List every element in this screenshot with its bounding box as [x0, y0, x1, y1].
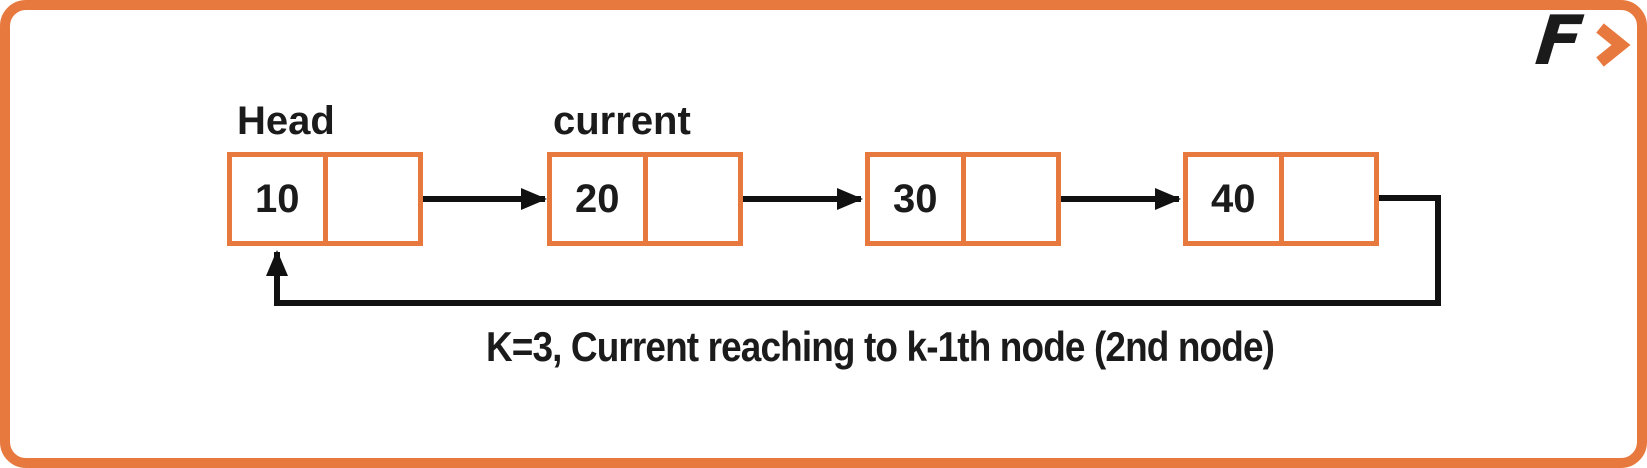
- node-value: 40: [1188, 157, 1284, 241]
- linked-list-node-2: 20: [547, 152, 743, 246]
- node-next-cell: [1284, 157, 1375, 241]
- node-value: 20: [552, 157, 648, 241]
- linked-list-node-4: 40: [1183, 152, 1379, 246]
- current-pointer-label: current: [553, 99, 691, 143]
- node-next-cell: [966, 157, 1057, 241]
- node-value: 10: [232, 157, 328, 241]
- node-value: 30: [870, 157, 966, 241]
- node-next-cell: [648, 157, 739, 241]
- head-pointer-label: Head: [237, 99, 335, 143]
- node-next-cell: [328, 157, 419, 241]
- loopback-arrow-node4-to-node1: [266, 195, 1441, 306]
- chevron-right-icon: [1596, 23, 1631, 67]
- diagram-caption: K=3, Current reaching to k-1th node (2nd…: [485, 323, 1275, 370]
- brand-logo: F: [1528, 2, 1633, 88]
- linked-list-node-1: 10: [227, 152, 423, 246]
- linked-list-node-3: 30: [865, 152, 1061, 246]
